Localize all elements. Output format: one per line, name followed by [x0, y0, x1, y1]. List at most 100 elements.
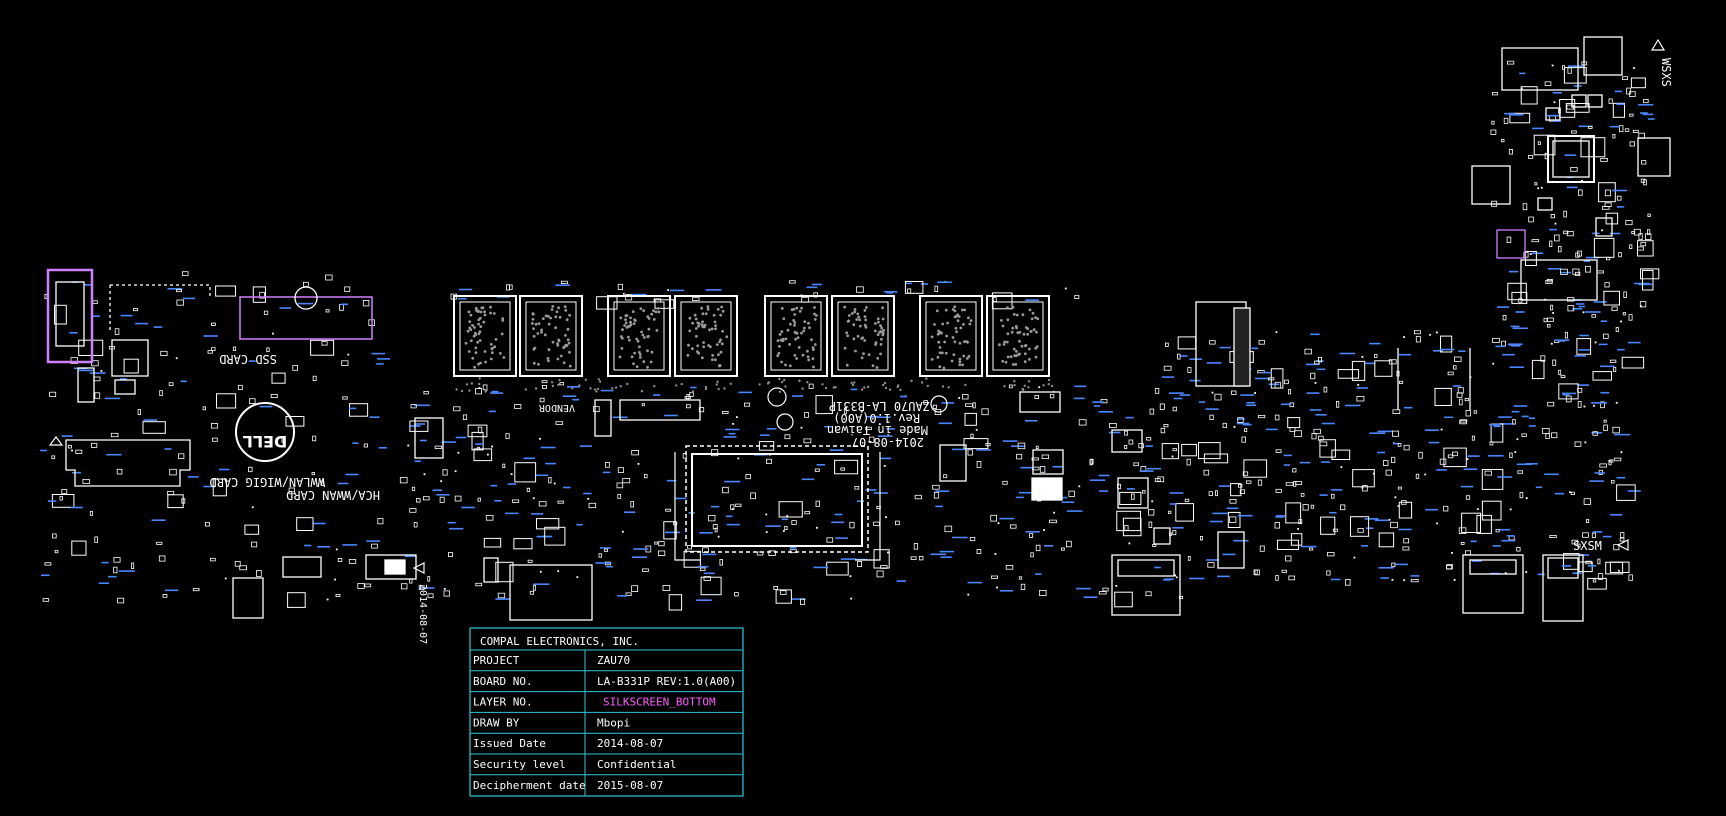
via-dot: [524, 388, 527, 391]
passive-component: [1138, 443, 1144, 449]
via-dot: [638, 351, 641, 354]
passive-component: [1131, 493, 1135, 500]
designator-mark: [633, 548, 649, 550]
designator-mark: [1616, 476, 1626, 479]
designator-mark: [1528, 425, 1536, 427]
via-dot: [944, 308, 948, 312]
designator-mark: [1306, 392, 1320, 394]
designator-mark: [1218, 485, 1230, 487]
via-dot: [945, 334, 948, 338]
passive-component: [1625, 219, 1633, 226]
passive-component: [400, 583, 408, 590]
passive-component: [210, 322, 216, 326]
passive-component: [744, 402, 751, 407]
pad-dot: [1297, 528, 1299, 530]
via-dot: [646, 365, 649, 369]
designator-mark: [1578, 125, 1593, 128]
via-dot: [943, 340, 947, 344]
designator-mark: [1339, 352, 1355, 355]
passive-component: [1005, 565, 1014, 570]
passive-component: [1619, 537, 1625, 542]
designator-mark: [1516, 463, 1533, 466]
passive-component: [1124, 444, 1128, 449]
designator-mark: [562, 395, 577, 397]
pad-dot: [1583, 405, 1586, 408]
board-model-text: ZAU70 LA-B331P: [829, 399, 930, 413]
passive-component: [1566, 230, 1574, 237]
via-dot: [643, 336, 646, 339]
designator-mark: [1240, 394, 1255, 396]
passive-component: [773, 586, 778, 590]
designator-mark: [1515, 311, 1525, 313]
passive-component: [789, 280, 796, 284]
designator-mark: [1330, 489, 1343, 491]
via-dot: [777, 351, 781, 355]
designator-mark: [1519, 72, 1526, 75]
designator-mark: [1237, 514, 1253, 517]
passive-component: [555, 421, 564, 425]
via-dot: [483, 350, 487, 353]
pad-dot: [1233, 425, 1236, 428]
via-dot: [725, 335, 729, 339]
designator-mark: [449, 527, 464, 530]
via-dot: [633, 319, 637, 322]
designator-mark: [1470, 540, 1477, 543]
connector-bottom-center: [1111, 554, 1181, 616]
designator-mark: [414, 423, 425, 425]
via-dot: [1005, 340, 1009, 344]
via-dot: [489, 305, 492, 309]
passive-component: [1624, 128, 1630, 132]
passive-component: [1558, 369, 1562, 376]
designator-mark: [1444, 416, 1454, 419]
passive-component: [1030, 552, 1034, 558]
via-dot: [565, 318, 569, 322]
passive-component: [625, 294, 633, 301]
ic-footprint: [1533, 134, 1556, 156]
pad-dot: [1429, 333, 1431, 336]
designator-mark: [723, 436, 737, 438]
passive-component: [399, 477, 408, 484]
via-dot: [1003, 385, 1006, 388]
via-dot: [1023, 352, 1027, 356]
passive-component: [1222, 422, 1227, 428]
passive-component: [1258, 414, 1266, 419]
via-dot: [1015, 313, 1019, 317]
designator-mark: [1301, 545, 1317, 548]
passive-component: [1018, 576, 1023, 580]
designator-mark: [419, 587, 435, 589]
passive-component: [1154, 387, 1160, 394]
designator-mark: [1452, 385, 1461, 387]
passive-component: [288, 487, 295, 495]
passive-component: [1414, 330, 1421, 335]
recycle-icon: [767, 387, 787, 407]
via-dot: [704, 312, 708, 316]
passive-component: [598, 553, 602, 558]
via-dot: [490, 351, 494, 355]
via-dot: [876, 317, 880, 321]
designator-mark: [1588, 565, 1597, 567]
dram-chip-4: [674, 295, 738, 377]
designator-mark: [850, 388, 858, 391]
title-block-row-value: 2014-08-07: [597, 737, 663, 750]
via-dot: [465, 383, 469, 386]
pad-dot: [457, 451, 460, 454]
passive-component: [1572, 268, 1580, 275]
designator-mark: [297, 302, 314, 305]
passive-component: [1608, 98, 1613, 104]
pad-dot: [1403, 579, 1406, 582]
via-dot: [675, 384, 678, 387]
via-dot: [1023, 384, 1026, 387]
via-dot: [701, 320, 704, 324]
designator-mark: [1025, 299, 1039, 301]
pad-dot: [251, 506, 254, 509]
designator-mark: [576, 523, 583, 526]
via-dot: [925, 377, 928, 380]
via-dot: [714, 327, 717, 331]
via-dot: [551, 305, 555, 308]
designator-mark: [816, 464, 825, 466]
passive-component: [1254, 569, 1260, 576]
passive-component: [1310, 504, 1315, 509]
title-block-row-lines: [470, 670, 743, 776]
passive-component: [965, 403, 973, 407]
passive-component: [711, 449, 719, 457]
